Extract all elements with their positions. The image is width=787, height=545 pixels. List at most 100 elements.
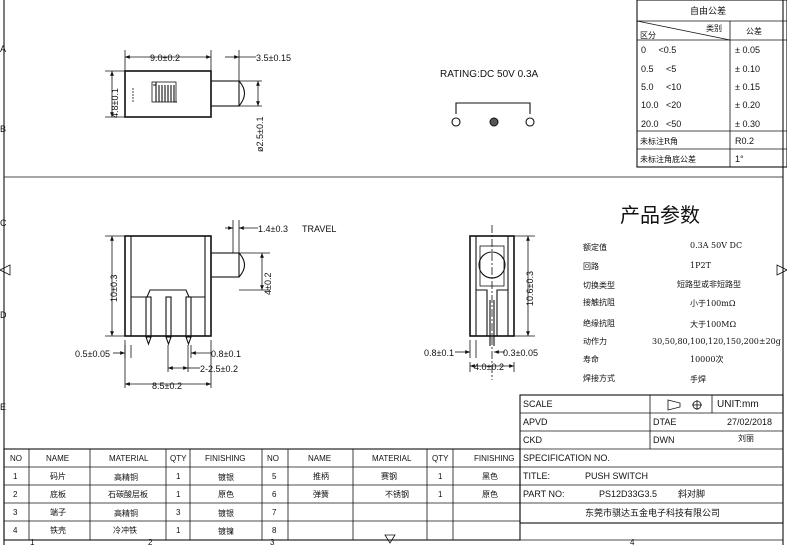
bom-finish2: 黑色 <box>482 471 498 481</box>
scale-label: SCALE <box>523 399 553 409</box>
dim-top-tip: 3.5±0.15 <box>256 53 291 63</box>
tolerance-value-3: ± 0.15 <box>735 82 760 92</box>
param-label-2: 回路 <box>583 261 599 271</box>
bom-material: 石碳酸层板 <box>108 489 148 499</box>
side-view: 10.6±0.3 0.8±0.1 0.3±0.05 4.0±0.2 <box>424 225 538 380</box>
bom-header-qty2: QTY <box>432 454 449 463</box>
tolerance-value-4: ± 0.20 <box>735 100 760 110</box>
bom-header-qty: QTY <box>170 454 187 463</box>
bom-name2: 推柄 <box>313 471 329 481</box>
bom-no: 3 <box>13 508 18 517</box>
bom-material: 高精铜 <box>114 508 138 518</box>
part-label: PART NO: <box>523 489 565 499</box>
bom-finish: 原色 <box>218 489 234 499</box>
date-label: DTAE <box>653 417 676 427</box>
bom-row: 1 码片 高精铜 1 镀银 5 推柄 赛钢 1 黑色 <box>13 471 498 482</box>
bom-qty2: 1 <box>438 490 443 499</box>
bom-no2: 6 <box>272 490 277 499</box>
dim-travel: 1.4±0.3 <box>258 224 288 234</box>
date-value: 27/02/2018 <box>727 417 772 427</box>
param-label-7: 寿命 <box>583 354 599 364</box>
tolerance-range-5: 20.0 <50 <box>641 119 681 129</box>
bom-finish: 镀银 <box>218 508 234 518</box>
tolerance-value-1: ± 0.05 <box>735 45 760 55</box>
bom-finish2: 原色 <box>482 489 498 499</box>
dim-front-pitch: 2-2.5±0.2 <box>200 364 238 374</box>
dim-top-width: 9.0±0.2 <box>150 53 180 63</box>
bom-name: 铁壳 <box>50 525 66 535</box>
tolerance-table: 自由公差 类别 区分 公差 0 <0.5 ± 0.05 0.5 <5 ± 0.1… <box>636 0 787 168</box>
bom-header-finishing: FINISHING <box>205 454 245 463</box>
dim-front-height: 10±0.3 <box>109 275 119 302</box>
tolerance-range-1: 0 <0.5 <box>641 45 676 55</box>
title-value: PUSH SWITCH <box>585 471 648 481</box>
bom-table: NO NAME MATERIAL QTY FINISHING NO NAME M… <box>3 448 521 541</box>
bom-qty: 3 <box>176 508 181 517</box>
bom-no2: 7 <box>272 508 277 517</box>
projection-symbol-icon <box>667 399 702 411</box>
dim-side-pin-t: 0.8±0.1 <box>424 348 454 358</box>
param-value-3: 短路型或非短路型 <box>677 279 741 289</box>
bom-name: 码片 <box>50 471 66 481</box>
bom-no: 4 <box>13 526 18 535</box>
zone-letter-c: C <box>0 218 7 228</box>
rating-label: RATING:DC 50V 0.3A <box>440 69 539 80</box>
tolerance-value-2: ± 0.10 <box>735 64 760 74</box>
param-label-1: 额定值 <box>583 242 607 252</box>
bom-header-no: NO <box>10 454 22 463</box>
param-value-7: 10000次 <box>690 354 723 364</box>
switch-schematic <box>451 102 535 127</box>
tolerance-range-2: 0.5 <5 <box>641 64 676 74</box>
title-block: SCALE UNIT:mm APVD DTAE 27/02/2018 CKD D… <box>519 394 784 524</box>
dim-side-width: 4.0±0.2 <box>474 362 504 372</box>
param-value-1: 0.3A 50V DC <box>690 241 742 250</box>
zone-letter-b: B <box>0 124 6 134</box>
bom-no: 1 <box>13 472 18 481</box>
bom-material2: 不锈钢 <box>385 489 409 499</box>
param-value-2: 1P2T <box>690 261 712 270</box>
param-label-8: 焊接方式 <box>583 373 615 383</box>
tolerance-range-6: 未标注R角 <box>640 136 678 146</box>
tolerance-value-6: R0.2 <box>735 136 754 146</box>
bom-header-material: MATERIAL <box>109 454 149 463</box>
param-label-4: 接触抗阻 <box>583 297 615 307</box>
bom-finish: 镀镍 <box>218 526 234 536</box>
tolerance-col-tol: 公差 <box>746 26 762 36</box>
dim-front-mid: 4±0.2 <box>263 273 273 295</box>
zone-letter-d: D <box>0 310 7 320</box>
tolerance-title: 自由公差 <box>690 5 726 17</box>
drawer-name: 刘丽 <box>738 433 754 443</box>
bom-qty2: 1 <box>438 472 443 481</box>
bom-row: 2 底板 石碳酸层板 1 原色 6 弹簧 不锈钢 1 原色 <box>13 489 498 499</box>
dim-side-height: 10.6±0.3 <box>525 271 535 306</box>
bom-row: 3 端子 高精铜 3 镀银 7 <box>13 507 277 518</box>
tolerance-value-5: ± 0.30 <box>735 119 760 129</box>
params-title: 产品参数 <box>620 203 700 227</box>
zone-letter-a: A <box>0 44 6 54</box>
bom-material: 冷冲铁 <box>113 525 137 535</box>
bom-qty: 1 <box>176 526 181 535</box>
bom-row: 4 铁壳 冷冲铁 1 镀镍 8 <box>13 525 277 536</box>
zone-number-4: 4 <box>630 538 635 545</box>
bom-name2: 弹簧 <box>313 489 329 499</box>
bom-finish: 镀银 <box>218 472 234 482</box>
tolerance-col-type: 类别 <box>706 23 722 33</box>
bom-header-no2: NO <box>267 454 279 463</box>
dwn-label: DWN <box>653 435 675 445</box>
tolerance-range-4: 10.0 <20 <box>641 100 681 110</box>
bom-qty: 1 <box>176 490 181 499</box>
bom-header-finishing2: FINISHING <box>474 454 514 463</box>
dim-top-height: 4.8±0.1 <box>110 88 120 118</box>
tolerance-range-7: 未标注角底公差 <box>640 154 696 164</box>
bom-name: 端子 <box>50 507 66 517</box>
param-value-8: 手焊 <box>690 374 706 384</box>
bom-qty: 1 <box>176 472 181 481</box>
part-note: 斜对脚 <box>678 488 705 500</box>
ckd-label: CKD <box>523 435 543 445</box>
dim-side-pin-w: 0.3±0.05 <box>503 348 538 358</box>
param-value-4: 小于100mΩ <box>690 299 736 308</box>
company-name: 东莞市骐达五金电子科技有限公司 <box>585 507 720 519</box>
bom-material: 高精铜 <box>114 472 138 482</box>
param-value-6: 30,50,80,100,120,150,200±20g <box>652 337 781 346</box>
